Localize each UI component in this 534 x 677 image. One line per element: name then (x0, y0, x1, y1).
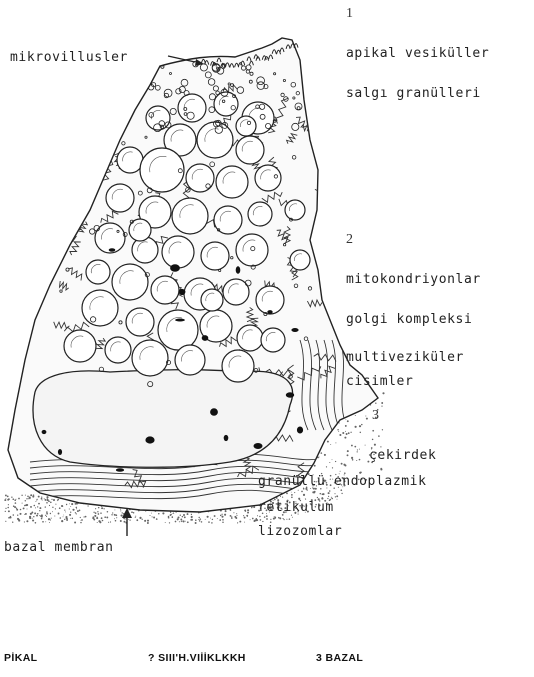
label-multivesicular: multiveziküler (346, 350, 464, 365)
label-microvilli: mikrovillusler (10, 50, 128, 65)
label-lysosomes: lizozomlar (258, 524, 342, 539)
label-zone-2: 2 (346, 232, 354, 248)
label-multivesicular-cont: cisimler (346, 374, 413, 389)
label-nucleus: çekirdek (369, 448, 436, 463)
footer-col-3: 3 BAZAL (316, 652, 363, 664)
label-rer: granüllü endoplazmik (258, 474, 427, 489)
nucleus-shape (33, 370, 292, 468)
label-mitochondria: mitokondriyonlar (346, 272, 481, 287)
footer-col-2: ? SIII'H.VIİİKLKKH (148, 652, 246, 664)
label-zone-1: 1 (346, 6, 354, 22)
label-rer-cont: retikulum (258, 500, 334, 515)
label-golgi: golgi kompleksi (346, 312, 472, 327)
label-basal-membrane: bazal membran (4, 540, 114, 555)
label-apical-vesicles: apikal vesiküller (346, 46, 489, 61)
label-secretory-granules: salgı granülleri (346, 86, 481, 101)
label-zone-3: 3 (372, 408, 380, 424)
footer-col-1: PİKAL (4, 652, 38, 664)
